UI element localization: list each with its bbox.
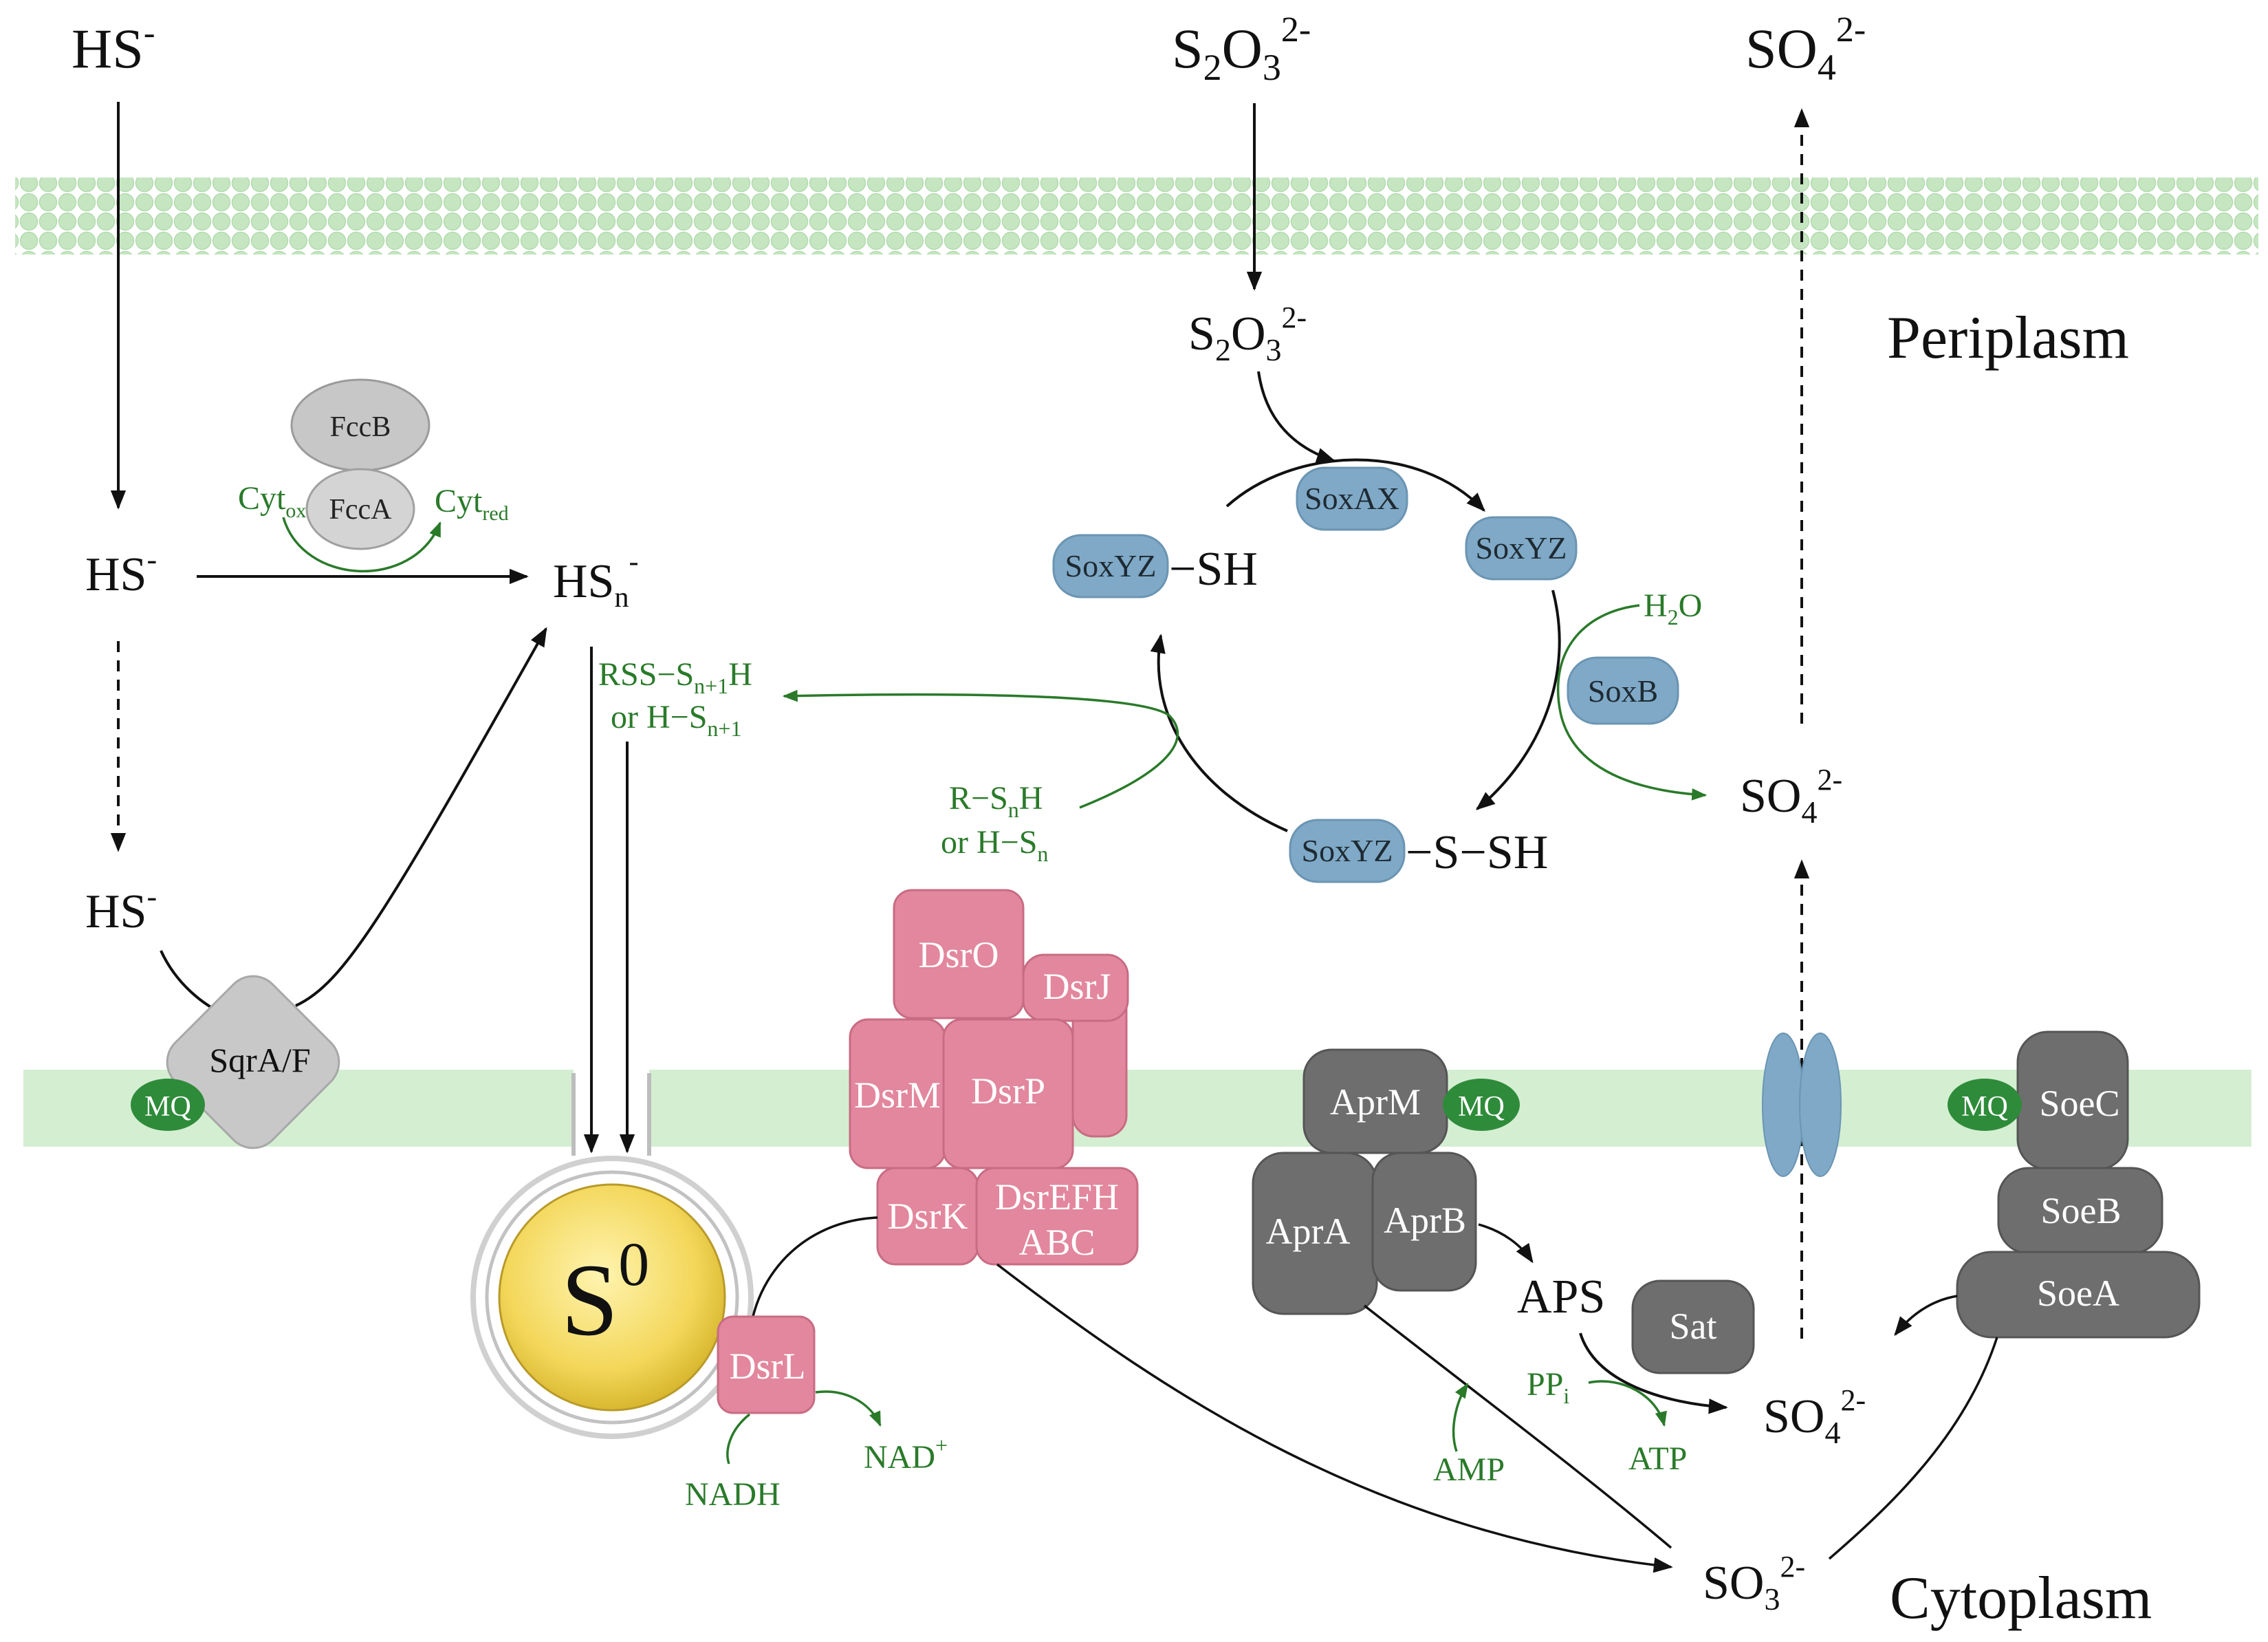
so3-to-soe-line [1828, 1337, 1998, 1560]
hsn-label: HSn- [553, 546, 638, 614]
mq-badge-soe [1948, 1079, 2022, 1131]
soxyz-right-protein [1465, 516, 1578, 581]
sat-protein [1631, 1279, 1755, 1374]
dsrp-label: DsrP [971, 1070, 1045, 1112]
sox-arc-top [1225, 458, 1485, 512]
soxyz-ssh-label: −S−SH [1406, 826, 1548, 879]
so3-label: SO32- [1703, 1550, 1805, 1617]
h2o-label: H2O [1644, 587, 1702, 629]
hs-top-label: HS- [72, 13, 155, 80]
soxb-protein [1567, 656, 1679, 725]
soxyz-right-label: SoxYZ [1476, 530, 1567, 565]
ppi-to-atp-arrow [1588, 1380, 1667, 1427]
soxyz-bottom-label: SoxYZ [1302, 833, 1393, 868]
hs-low-label: HS- [85, 880, 157, 938]
soea-protein [1956, 1251, 2201, 1339]
amp-label: AMP [1433, 1451, 1505, 1488]
s0-label: S0 [561, 1231, 649, 1357]
soea-label: SoeA [2037, 1273, 2119, 1314]
soea-to-so4-arrow [1894, 1295, 1958, 1337]
soec-label: SoeC [2039, 1083, 2119, 1124]
dsrj-label: DsrJ [1043, 966, 1111, 1007]
inner-membrane [23, 1070, 2251, 1147]
dsr-to-so3-arrow [996, 1263, 1673, 1573]
soxax-label: SoxAX [1305, 481, 1399, 516]
dsrj-protein [1022, 953, 1129, 1022]
rsnh-to-rss-arrow [782, 689, 1179, 809]
s2o3-peri-label: S2O32- [1188, 301, 1307, 367]
amp-arrow [1452, 1383, 1469, 1452]
soe-complex [1956, 1030, 2201, 1339]
nadh-curve [726, 1413, 751, 1465]
mq-label-sqr: MQ [144, 1091, 191, 1123]
dsrefh-label: DsrEFH [995, 1176, 1119, 1218]
soxyz-left-label: SoxYZ [1065, 548, 1157, 583]
dsro-protein [893, 889, 1025, 1019]
fccb-label: FccB [330, 411, 391, 443]
aprb-label: AprB [1384, 1200, 1466, 1241]
hs-mid-label: HS- [85, 543, 157, 601]
apr-to-so3-line [1363, 1304, 1672, 1549]
sqr-to-hsn-arrow [295, 627, 547, 1007]
soxax-protein [1296, 466, 1408, 531]
so4-peri-label: SO42- [1740, 763, 1842, 830]
mq-badge-apr [1443, 1079, 1520, 1131]
sox-arc-right [1475, 590, 1561, 810]
ppi-label: PPi [1527, 1366, 1569, 1408]
rsnh-label-2: or H−Sn [941, 824, 1048, 866]
sat-label: Sat [1669, 1306, 1716, 1347]
nad-arrow [815, 1390, 882, 1427]
dsr-complex [849, 889, 1139, 1266]
cyt-ox-to-red-arrow [282, 517, 441, 572]
dsrl-protein [717, 1315, 816, 1414]
rss-label-2: or H−Sn+1 [611, 699, 741, 741]
so4-channel [1762, 1033, 1842, 1177]
s2o3-top-label: S2O32- [1172, 10, 1311, 88]
soeb-label: SoeB [2040, 1190, 2121, 1231]
aprb-to-aps-arrow [1478, 1223, 1534, 1264]
mq-badge-sqr [131, 1079, 205, 1131]
aps-to-so4-arrow [1579, 1332, 1728, 1414]
fcca-protein [305, 468, 415, 550]
apra-label: AprA [1266, 1211, 1351, 1252]
outer-membrane [15, 177, 2258, 255]
dsrk-label: DsrK [888, 1196, 968, 1237]
nadh-label: NADH [685, 1476, 781, 1513]
dsrefh-label-2: ABC [1018, 1222, 1095, 1263]
rss-label: RSS−Sn+1H [598, 656, 752, 698]
sox-arc-left [1150, 634, 1288, 832]
rsnh-label: R−SnH [949, 780, 1043, 822]
soxyz-left-protein [1052, 534, 1169, 598]
cyt-ox-label: Cytox [238, 480, 306, 522]
aprb-protein [1371, 1152, 1477, 1292]
dsro-label: DsrO [919, 934, 999, 975]
mq-label-soe: MQ [1961, 1091, 2008, 1123]
aprm-label: AprM [1330, 1081, 1421, 1123]
so4-top-label: SO42- [1745, 10, 1866, 88]
nad-label: NAD+ [864, 1433, 948, 1476]
apr-complex [1252, 1048, 1477, 1315]
sqr-protein [166, 975, 340, 1149]
mq-label-apr: MQ [1458, 1091, 1505, 1123]
soxb-label: SoxB [1588, 673, 1658, 709]
so4-cyto-label: SO42- [1763, 1383, 1866, 1450]
dsrefh-protein [975, 1167, 1139, 1266]
dsrm-label: DsrM [854, 1074, 941, 1116]
aps-label: APS [1517, 1271, 1605, 1324]
soxyz-sh-label: −SH [1169, 543, 1258, 596]
s0-globule [470, 1073, 754, 1439]
sqr-label: SqrA/F [209, 1041, 310, 1079]
dsrl-label: DsrL [730, 1346, 806, 1387]
cyt-red-label: Cytred [435, 483, 509, 525]
cytoplasm-label: Cytoplasm [1890, 1565, 2152, 1632]
arrow-s2o3-to-soxax [1257, 371, 1336, 463]
atp-label: ATP [1628, 1440, 1687, 1477]
h2o-to-so4-arrow [1556, 604, 1708, 801]
fcca-label: FccA [329, 494, 393, 526]
soxyz-bottom-protein [1289, 819, 1406, 883]
periplasm-label: Periplasm [1887, 305, 2129, 371]
